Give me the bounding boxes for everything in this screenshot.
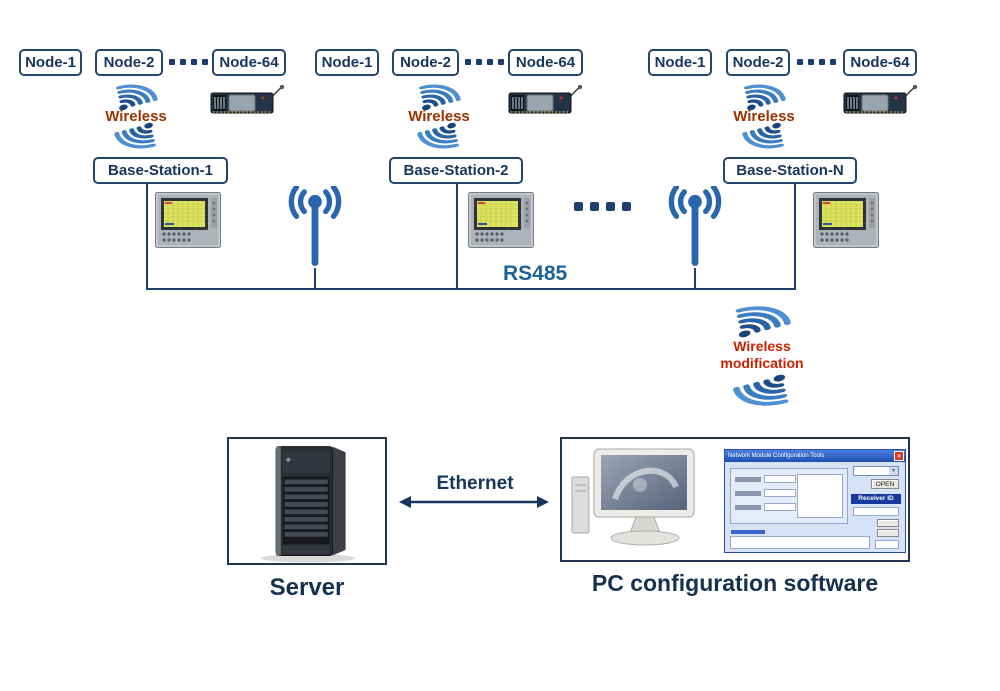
wireless-modification: Wireless modification [710, 302, 814, 410]
pc-software-label: PC configuration software [591, 570, 879, 596]
recorder-device-image [155, 192, 221, 248]
chevron-down-icon: ▾ [889, 467, 898, 475]
wireless-module-image [843, 85, 918, 114]
server-label: Server [269, 574, 345, 601]
wireless-modification-line1: Wireless [733, 338, 791, 354]
bus-drop-line [694, 268, 696, 290]
wireless-signal-icon [742, 122, 784, 149]
base-station-box: Base-Station-N [723, 157, 857, 184]
wireless-module-image [210, 85, 285, 114]
wireless-link: Wireless [103, 81, 169, 152]
base-station-box: Base-Station-2 [389, 157, 523, 184]
wireless-signal-icon [116, 84, 158, 111]
base-station-box: Base-Station-1 [93, 157, 228, 184]
ethernet-label: Ethernet [436, 473, 514, 494]
dialog-field [764, 489, 796, 497]
dialog-open-button: OPEN [871, 479, 899, 489]
dialog-field-label [735, 490, 761, 496]
dialog-side-box [875, 540, 899, 549]
bus-drop-line [456, 183, 458, 290]
node-box: Node-2 [726, 49, 790, 76]
dialog-listbox [797, 474, 843, 518]
wireless-signal-icon [114, 122, 156, 149]
wireless-signal-icon [419, 84, 461, 111]
node-box: Node-64 [508, 49, 583, 76]
dialog-field [764, 503, 796, 511]
node-box: Node-1 [19, 49, 82, 76]
dialog-status-bar [730, 536, 870, 549]
ellipsis-dots [465, 59, 504, 65]
ellipsis-dots [169, 59, 208, 65]
wireless-signal-icon [744, 84, 786, 111]
antenna-icon [288, 186, 342, 267]
bus-drop-line [146, 183, 148, 290]
dialog-titlebar: Network Module Configuration Tools [725, 450, 905, 462]
wireless-label: Wireless [105, 108, 167, 125]
dialog-receiver-id-label: Receiver ID [851, 494, 901, 504]
node-box: Node-2 [95, 49, 163, 76]
dialog-groupbox [730, 468, 848, 524]
node-box: Node-1 [648, 49, 712, 76]
recorder-device-image [813, 192, 879, 248]
dialog-small-button [877, 529, 899, 537]
wireless-label: Wireless [408, 108, 470, 125]
ellipsis-dots [797, 59, 836, 65]
wireless-signal-icon [735, 306, 791, 338]
server-box [227, 437, 387, 565]
pc-box: Network Module Configuration Tools ✕ ▾ O… [560, 437, 910, 562]
wireless-link: Wireless [406, 81, 472, 152]
config-dialog: Network Module Configuration Tools ✕ ▾ O… [724, 449, 906, 553]
wireless-modification-line2: modification [720, 355, 804, 371]
ellipsis-dots [574, 202, 631, 211]
rs485-bus-line [146, 288, 796, 290]
rs485-label: RS485 [503, 262, 568, 285]
dialog-field [764, 475, 796, 483]
computer-image [571, 448, 695, 546]
wireless-signal-icon [417, 122, 459, 149]
bus-drop-line [314, 268, 316, 290]
dialog-title: Network Module Configuration Tools [728, 453, 825, 459]
wireless-link: Wireless [731, 81, 797, 152]
wireless-module-image [508, 85, 583, 114]
node-box: Node-2 [392, 49, 459, 76]
node-box: Node-64 [843, 49, 917, 76]
dialog-field-label [735, 476, 761, 482]
recorder-device-image [468, 192, 534, 248]
server-image [261, 446, 355, 563]
antenna-icon [668, 186, 722, 267]
dialog-port-combo: ▾ [853, 466, 899, 476]
node-box: Node-64 [212, 49, 286, 76]
dialog-field-label [735, 504, 761, 510]
dialog-receiver-id-input [853, 507, 899, 516]
bus-drop-line [794, 183, 796, 290]
dialog-small-button [877, 519, 899, 527]
wireless-signal-icon [733, 374, 789, 406]
node-box: Node-1 [315, 49, 379, 76]
wireless-label: Wireless [733, 108, 795, 125]
ethernet-arrow [399, 496, 549, 508]
dialog-caption-text [731, 530, 765, 534]
dialog-close-icon: ✕ [894, 451, 904, 461]
